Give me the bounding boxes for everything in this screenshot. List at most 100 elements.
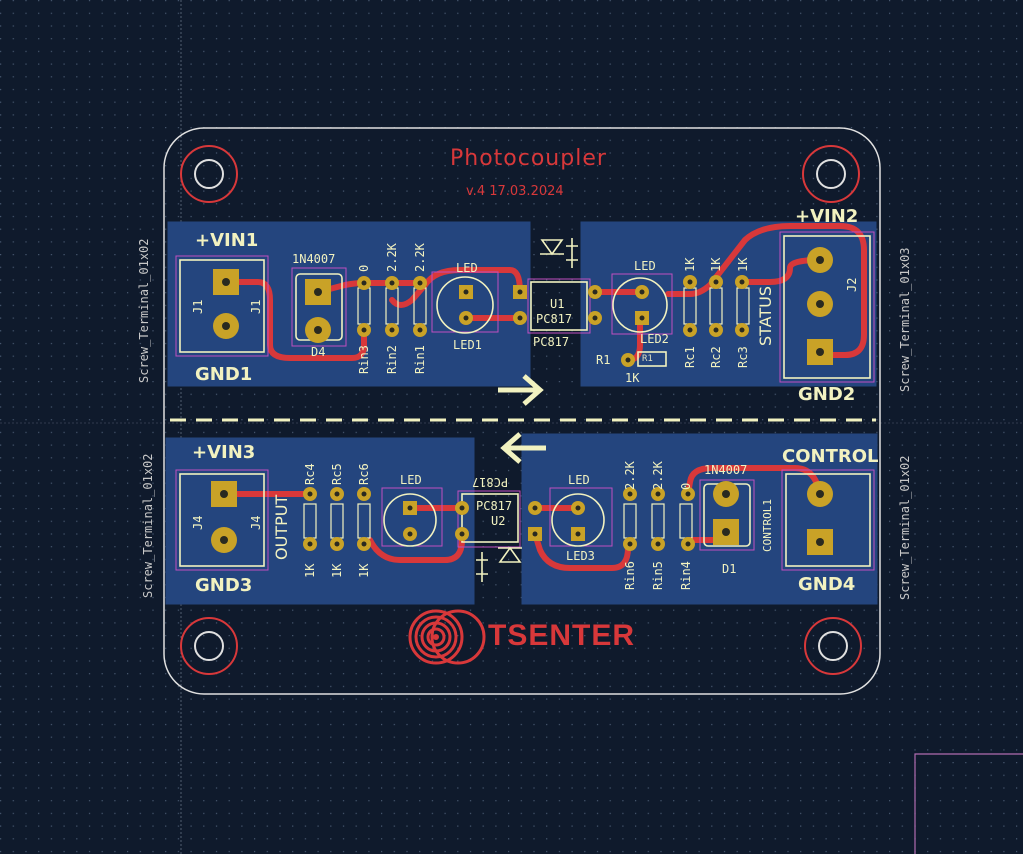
pad-drill-hole (592, 289, 598, 295)
label-j2: J2 (845, 277, 859, 292)
label-j4: J4 (191, 515, 205, 530)
copper-tracks (221, 223, 867, 571)
pad-drill-hole (463, 289, 469, 295)
label-diode-d1-value: 1N4007 (704, 463, 748, 477)
pad-drill-hole (739, 279, 745, 285)
label-led2: LED2 (640, 332, 669, 346)
label-rin5: Rin5 (651, 561, 665, 590)
label-control: CONTROL (782, 446, 879, 467)
pad-drill-hole (389, 280, 395, 286)
pad-drill-hole (361, 491, 367, 497)
pad-drill-hole (592, 315, 598, 321)
fab-label-j5: Screw_Terminal_01x02 (898, 455, 912, 601)
label-control1: CONTROL1 (761, 499, 774, 552)
label-rc5-value: 1K (330, 563, 344, 578)
pad-drill-hole (517, 315, 523, 321)
label-rc2-value: 1K (709, 257, 723, 272)
label-j4b: J4 (249, 515, 263, 530)
courtyards (175, 231, 875, 571)
pad-drill-hole (639, 315, 645, 321)
label-j1: J1 (191, 299, 205, 314)
label-rc5: Rc5 (330, 463, 344, 485)
label-u1-part: PC817 (536, 312, 573, 326)
pad-drill-hole (722, 528, 730, 536)
pad-drill-hole (816, 300, 824, 308)
label-diode-d4-value: 1N4007 (292, 252, 336, 266)
pad-drill-hole (639, 289, 645, 295)
label-r1: R1 (596, 353, 611, 367)
label-rc6-value: 1K (357, 563, 371, 578)
label-status: STATUS (756, 285, 775, 346)
pad-drill-hole (627, 541, 633, 547)
label-rin4: Rin4 (679, 561, 693, 590)
label-rc1: Rc1 (683, 346, 697, 368)
pad-drill-hole (307, 541, 313, 547)
pad-drill-hole (655, 491, 661, 497)
pad-drill-hole (407, 531, 413, 537)
pad-drill-hole (655, 541, 661, 547)
label-vin1: +VIN1 (195, 230, 259, 251)
board-version: v.4 17.03.2024 (466, 184, 564, 199)
pad-drill-hole (575, 531, 581, 537)
label-gnd3: GND3 (195, 575, 253, 596)
pad-drill-hole (361, 541, 367, 547)
pad-drill-hole (687, 279, 693, 285)
pad-drill-hole (627, 491, 633, 497)
label-led3: LED3 (566, 549, 595, 563)
label-led2-value: LED (634, 259, 656, 273)
label-d1: D1 (722, 562, 737, 576)
pad-drill-hole (532, 531, 538, 537)
fab-label-j4: Screw_Terminal_01x02 (141, 453, 155, 599)
label-u2: U2 (491, 514, 506, 528)
pad-drill-hole (463, 315, 469, 321)
pad-drill-hole (722, 490, 730, 498)
label-vin3: +VIN3 (192, 442, 256, 463)
label-vin2: +VIN2 (795, 206, 859, 227)
label-r1-value: 1K (625, 371, 640, 385)
label-rin3: Rin3 (357, 345, 371, 374)
logo-mark (408, 609, 486, 665)
pad-drill-hole (334, 491, 340, 497)
pad-drill-hole (459, 505, 465, 511)
pad-drill-hole (222, 322, 230, 330)
board-outline (163, 127, 881, 695)
pad-drill-hole (389, 327, 395, 333)
pad-drill-hole (459, 531, 465, 537)
pad-drill-hole (816, 256, 824, 264)
board-title: Photocoupler (450, 146, 607, 171)
label-rc3: Rc3 (736, 346, 750, 368)
label-led1-value: LED (456, 261, 478, 275)
label-u2-value: PC817 (472, 475, 509, 489)
pad-drill-hole (361, 280, 367, 286)
pad-drill-hole (687, 327, 693, 333)
label-rin3-value: 0 (357, 264, 371, 272)
pad-drill-hole (816, 538, 824, 546)
pad-drill-hole (816, 348, 824, 356)
label-gnd2: GND2 (798, 384, 856, 405)
pad-drill-hole (314, 326, 322, 334)
pad-drill-hole (517, 289, 523, 295)
label-rin4-value: 0 (679, 482, 693, 490)
pad-drill-hole (625, 357, 631, 363)
label-rc1-value: 1K (683, 257, 697, 272)
pads (211, 247, 833, 555)
label-led-output-value: LED (400, 473, 422, 487)
label-u2-part: PC817 (476, 499, 513, 513)
pad-drill-hole (713, 327, 719, 333)
label-gnd1: GND1 (195, 364, 253, 385)
label-led1: LED1 (453, 338, 482, 352)
label-led3-value: LED (568, 473, 590, 487)
label-r1-body: R1 (642, 354, 653, 364)
label-j1b: J1 (249, 299, 263, 314)
label-rin6: Rin6 (623, 561, 637, 590)
pad-drill-hole (417, 327, 423, 333)
mounting-holes (180, 145, 862, 675)
page-frame (914, 753, 1023, 854)
pad-drill-hole (713, 279, 719, 285)
label-rin2-value: 2.2K (385, 243, 399, 272)
label-rc6: Rc6 (357, 463, 371, 485)
fab-label-j1: Screw_Terminal_01x02 (137, 238, 151, 384)
pad-drill-hole (407, 505, 413, 511)
pad-drill-hole (220, 536, 228, 544)
